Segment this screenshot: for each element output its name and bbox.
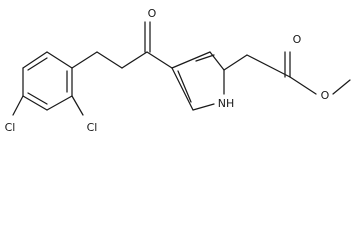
bond	[171, 67, 194, 111]
bond	[22, 95, 48, 111]
chemical-structure: O Cl Cl NH O O	[5, 7, 351, 134]
atom-label-chlorine: Cl	[5, 121, 16, 134]
bond-c-cl	[12, 95, 24, 116]
double-bond-inner	[27, 92, 48, 105]
bond	[46, 51, 73, 69]
bond-c-cl	[71, 95, 84, 116]
pyrrole-ring	[171, 51, 225, 111]
atom-label-oxygen: O	[148, 7, 157, 20]
bond	[171, 51, 211, 69]
atom-label-oxygen: O	[321, 89, 330, 102]
bond-methyl	[332, 79, 351, 95]
bond	[46, 95, 73, 111]
bond-ketone	[121, 51, 148, 69]
bond	[192, 103, 215, 111]
bond	[71, 51, 98, 69]
bond-ester	[289, 76, 317, 95]
double-bond-inner	[195, 54, 215, 62]
atom-label-nitrogen: NH	[218, 97, 235, 110]
bond	[209, 51, 225, 71]
double-bond-inner	[27, 57, 48, 71]
benzene-ring	[22, 51, 123, 111]
bond-ketone	[146, 51, 173, 69]
bond	[22, 51, 48, 69]
bond-ester	[223, 54, 248, 71]
atom-label-oxygen: O	[293, 33, 302, 46]
bond-ester	[246, 54, 291, 78]
bond	[96, 51, 123, 69]
atom-label-chlorine: Cl	[87, 121, 98, 134]
double-bond-inner	[177, 70, 192, 103]
